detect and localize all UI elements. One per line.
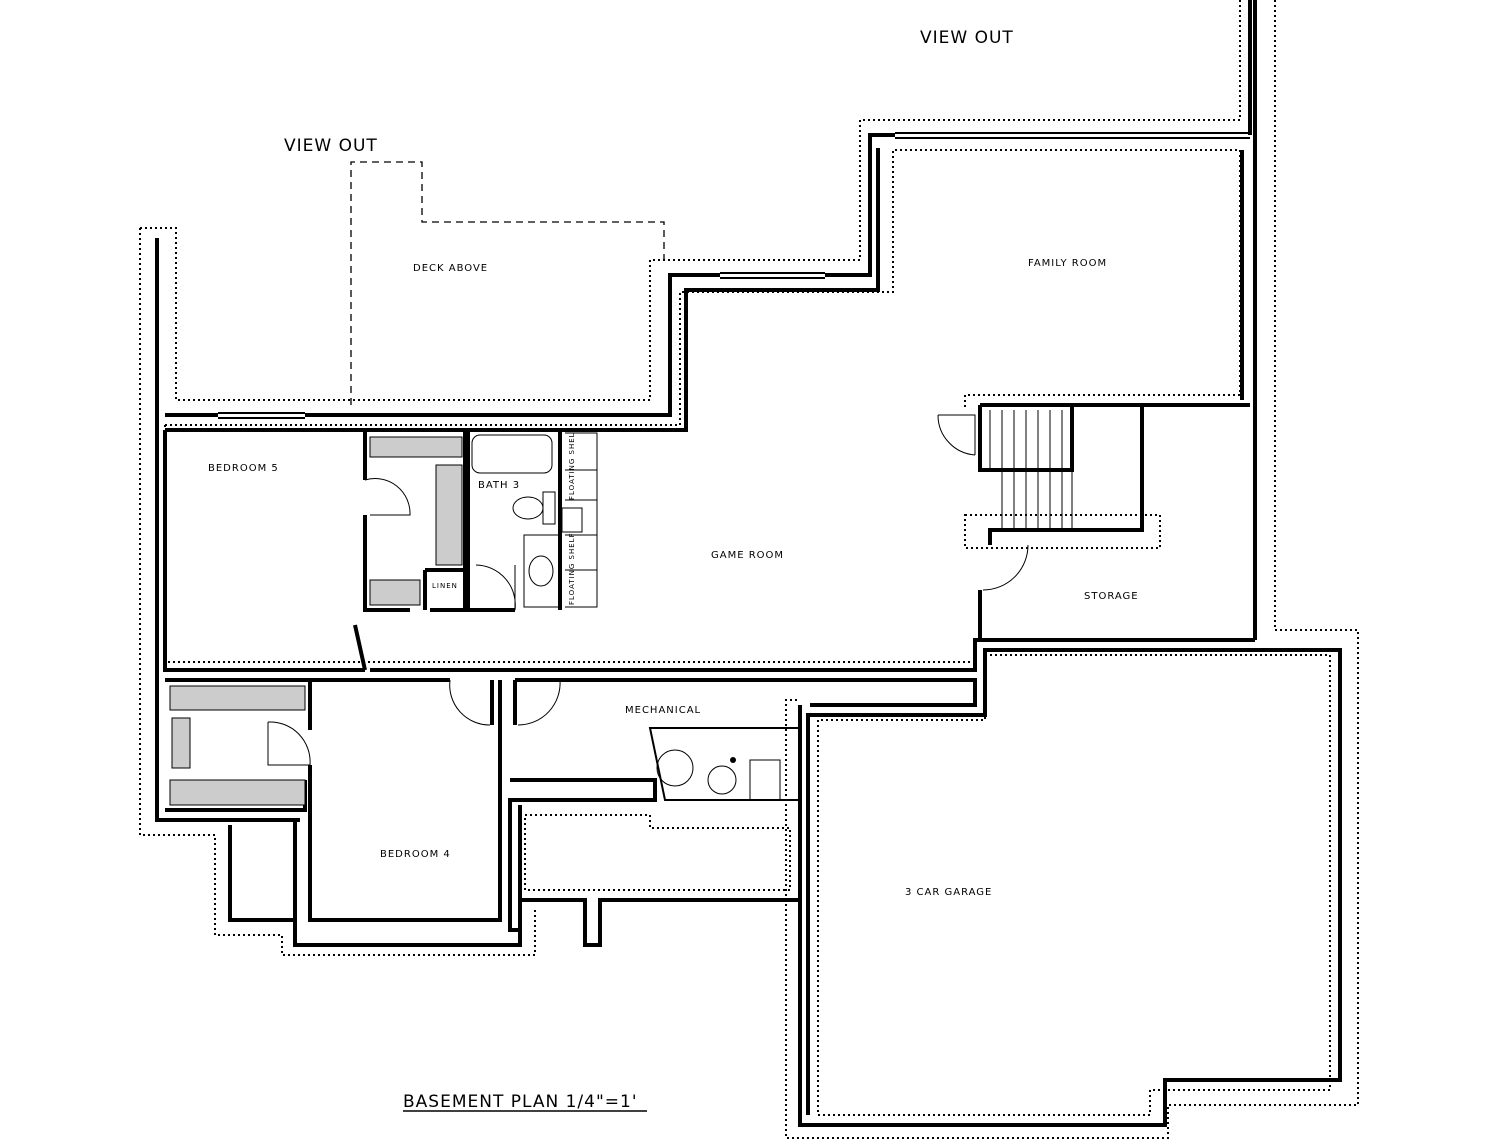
deck-above-outline [350, 161, 665, 405]
view-out-top-label: VIEW OUT [920, 28, 1014, 48]
closet-shelves [169, 436, 463, 806]
staircase [985, 410, 1073, 530]
toilet [512, 496, 544, 520]
furnace [707, 765, 737, 795]
mechanical-label: MECHANICAL [625, 705, 701, 716]
water-heater [656, 749, 694, 787]
bath-3-label: BATH 3 [478, 480, 520, 491]
game-room-label: GAME ROOM [711, 550, 784, 561]
view-out-left-label: VIEW OUT [284, 136, 378, 156]
deck-above-label: DECK ABOVE [413, 263, 488, 274]
foundation-outline [139, 0, 1359, 1139]
mechanical-equipment [656, 749, 781, 801]
walls [155, 0, 1342, 1127]
plan-title: BASEMENT PLAN 1/4"=1' [403, 1092, 638, 1112]
bath-fixtures [471, 432, 598, 608]
sink [528, 555, 554, 587]
family-room-label: FAMILY ROOM [1028, 258, 1107, 269]
bedroom-5-label: BEDROOM 5 [208, 463, 279, 474]
bedroom-4-label: BEDROOM 4 [380, 849, 451, 860]
linen-label: LINEN [432, 582, 458, 590]
bathtub [471, 434, 553, 474]
storage-label: STORAGE [1084, 591, 1139, 602]
garage-label: 3 CAR GARAGE [905, 887, 992, 898]
floating-shelf-label: FLOATING SHELF [568, 532, 576, 605]
doors [267, 414, 1029, 766]
floating-shelf-label: FLOATING SHELF [568, 427, 576, 500]
